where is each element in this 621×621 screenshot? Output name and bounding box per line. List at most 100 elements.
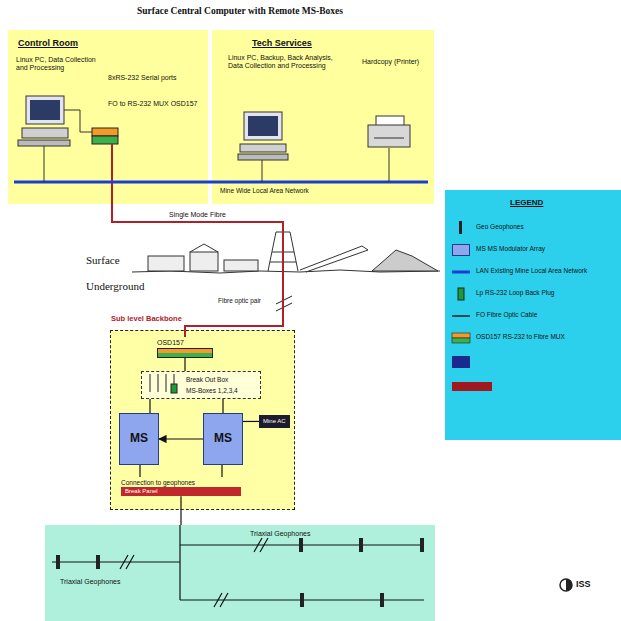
plug-wire: [150, 374, 151, 392]
break-mark: [214, 593, 228, 607]
tech-pc: [238, 112, 288, 160]
room-panel-text: Linux PC, Data Collection and Processing: [16, 56, 102, 72]
break-panel-text: Connection to geophones: [121, 479, 195, 486]
legend-text: LAN Existing Mine Local Area Network: [476, 267, 587, 274]
geophone: [56, 555, 60, 569]
power-box-text: Mine AC: [263, 418, 286, 425]
break-panel: Connection to geophonesBreak Panel: [121, 477, 241, 496]
building: [148, 256, 184, 271]
zone-label: Surface: [86, 254, 120, 267]
mux-box: OSD157: [157, 337, 213, 358]
ms-unit: MS: [119, 413, 159, 465]
building: [224, 260, 258, 271]
plug-symbol: [458, 288, 464, 300]
logo-ring: [560, 579, 572, 591]
connector: [139, 465, 140, 477]
legend-title: LEGEND: [510, 198, 543, 207]
mux-box: [92, 128, 118, 136]
geophone-band-text: Triaxial Geophones: [250, 530, 350, 538]
keyboard: [18, 140, 70, 146]
geophone: [299, 538, 303, 552]
printer-slot: [374, 138, 404, 139]
legend-text: Geo Geophones: [476, 223, 524, 230]
break-panel-text: Break Panel: [125, 488, 237, 495]
room-panel-text: Tech Services: [252, 38, 372, 48]
geophone: [380, 593, 384, 607]
color-swatch: [452, 382, 492, 391]
geophone: [96, 555, 100, 569]
lan-drop: [262, 160, 263, 182]
lan-symbol: [452, 271, 470, 274]
pc-base: [22, 128, 68, 138]
mux-box: [92, 136, 118, 144]
break-panel-bar: Break Panel: [121, 487, 241, 496]
keyboard: [238, 154, 288, 160]
ms-box-enclosure: Sub level BackboneOSD157Break Out BoxMS-…: [110, 330, 295, 510]
diagram-title: Surface Central Computer with Remote MS-…: [137, 6, 343, 17]
room-panel-text: FO to RS-232 MUX OSD157: [108, 100, 200, 108]
geophone: [300, 593, 304, 607]
legend-text: MS MS Modulator Array: [476, 245, 545, 252]
connector: [184, 358, 185, 371]
cable-label: Fibre optic pair: [218, 297, 261, 304]
ms-unit-text: MS: [214, 432, 232, 446]
geophone-band: Triaxial GeophonesTriaxial Geophones: [45, 525, 435, 621]
printer-body: [368, 125, 410, 147]
room-panel-text: Control Room: [18, 38, 138, 48]
geophones: [56, 538, 424, 607]
logo-half: [566, 579, 572, 591]
plug-wire: [174, 374, 175, 384]
connector: [222, 399, 223, 413]
edge-label: Single Mode Fibre: [167, 211, 228, 219]
monitor: [244, 112, 282, 140]
ms-unit: MS: [203, 413, 243, 465]
plug-wire: [158, 374, 159, 392]
connector: [221, 465, 222, 477]
stockpile: [372, 250, 438, 271]
ms-unit-text: MS: [130, 432, 148, 446]
network-label: Mine Wide Local Area Network: [220, 187, 309, 194]
room-panel-text: Linux PC, Backup, Back Analysis, Data Co…: [228, 54, 348, 70]
breakout-box: Break Out BoxMS-Boxes 1,2,3,4: [141, 371, 261, 399]
geophone: [359, 538, 363, 552]
breakout-plugs: [150, 374, 177, 393]
fibre-lead: [111, 144, 113, 204]
legend-text: OSD157 RS-232 to Fibre MUX: [476, 333, 565, 340]
mux-symbol: [452, 338, 470, 343]
loop-back-plug: [171, 384, 177, 393]
logo-text: ISS: [576, 579, 591, 589]
room-panel-text: Hardcopy (Printer): [362, 58, 426, 66]
legend-swatch: [452, 244, 470, 256]
fibre-symbol: [452, 315, 470, 317]
geophone-symbol: [459, 221, 462, 234]
breakout-box-text: Break Out Box: [186, 376, 258, 383]
serial-wire: [64, 110, 92, 132]
building: [190, 252, 218, 271]
power-box: Mine AC: [259, 415, 290, 428]
conveyor: [300, 246, 368, 272]
legend-text: FO Fibre Optic Cable: [476, 311, 537, 318]
legend-text: Lp RS-232 Loop Back Plug: [476, 289, 554, 296]
geophone-wires: [52, 525, 424, 607]
connector: [159, 438, 203, 439]
mux-symbol: [452, 333, 470, 338]
lan-drop: [44, 146, 45, 182]
break-mark: [120, 555, 134, 569]
pc-base: [240, 144, 286, 152]
geophone: [420, 538, 424, 552]
geophone-band-text: Triaxial Geophones: [60, 578, 160, 586]
printer: [368, 116, 410, 147]
connector: [149, 399, 150, 413]
control-pc: [18, 96, 70, 146]
wire: [52, 561, 180, 562]
connector: [180, 496, 181, 525]
plug-wire: [166, 374, 167, 392]
room-panel-text: 8xRS-232 Serial ports: [108, 74, 204, 82]
color-swatch: [452, 356, 470, 368]
lan-line: [14, 181, 428, 184]
monitor: [26, 96, 64, 124]
legend-panel: [445, 190, 621, 440]
zone-label: Underground: [86, 280, 144, 293]
screen: [30, 100, 60, 120]
